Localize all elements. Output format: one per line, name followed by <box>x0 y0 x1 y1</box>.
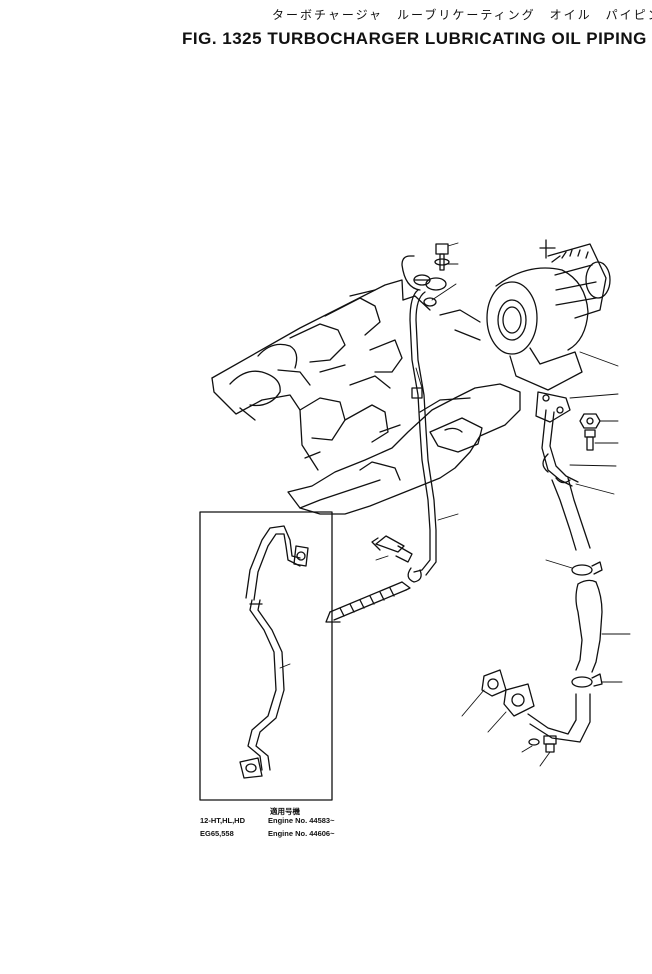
applicability-header: 適用号機 <box>270 807 300 816</box>
leader-lines <box>279 242 631 767</box>
drain-flange <box>535 391 579 487</box>
figure-title: FIG. 1325 TURBOCHARGER LUBRICATING OIL P… <box>182 29 647 48</box>
nut-and-bolt <box>579 413 601 451</box>
oil-return-pipe <box>481 669 591 743</box>
applicability-serial-2: Engine No. 44606~ <box>268 829 335 838</box>
applicability-serial-1: Engine No. 44583~ <box>268 816 335 825</box>
hose-clamp-lower <box>571 673 603 688</box>
direction-arrow <box>325 581 411 623</box>
turbocharger <box>486 239 611 391</box>
applicability-model-1: 12-HT,HL,HD <box>200 816 246 825</box>
connector-fitting <box>371 535 413 563</box>
engine-block <box>211 279 481 471</box>
return-pipe-fasteners <box>528 735 557 753</box>
exhaust-manifold <box>287 383 521 515</box>
banjo-bolt-stack <box>423 243 450 307</box>
detail-inset <box>199 511 333 801</box>
hose-lower <box>575 579 603 673</box>
hose-upper <box>551 477 591 551</box>
oil-feed-pipe <box>401 255 447 583</box>
hose-clamp-upper <box>571 561 603 576</box>
figure-title-japanese: ターボチャージャ ルーブリケーティング オイル パイピング <box>272 8 652 22</box>
applicability-model-2: EG65,558 <box>200 829 234 838</box>
